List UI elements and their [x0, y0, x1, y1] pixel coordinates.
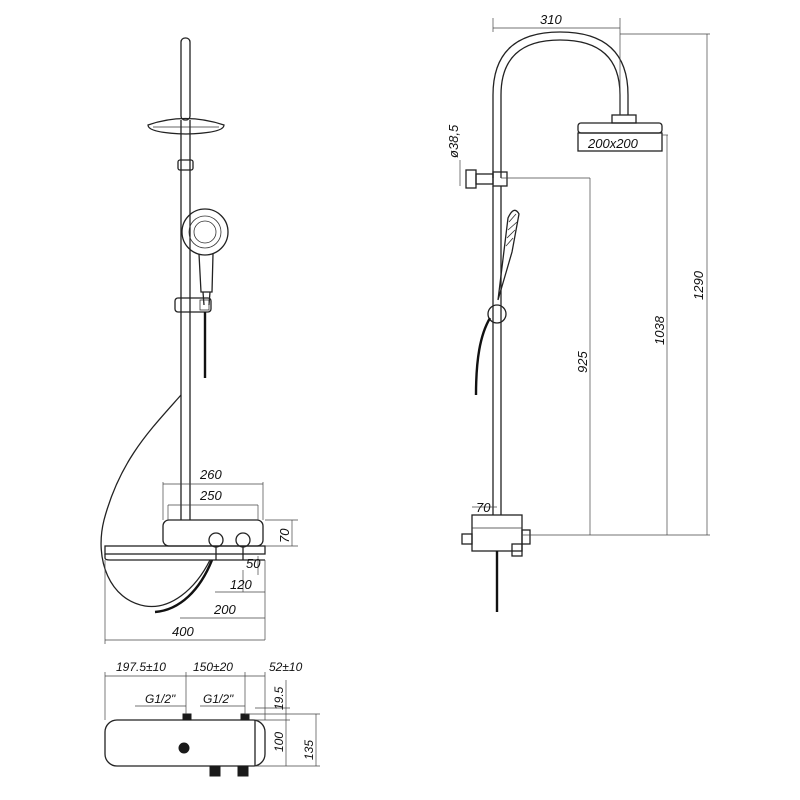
dim-250: 250	[199, 488, 222, 503]
dim-197-5: 197.5±10	[116, 660, 166, 674]
hand-shower-side	[497, 209, 520, 301]
dim-135: 135	[302, 740, 316, 760]
thermostat-body	[104, 519, 266, 561]
dim-310: 310	[540, 12, 562, 27]
dim-150: 150±20	[193, 660, 233, 674]
dim-19-5: 19.5	[272, 686, 286, 710]
hose-loop	[100, 394, 211, 608]
wall-bracket	[465, 169, 508, 189]
rain-head-side	[577, 114, 663, 152]
g-thread-right: G1/2"	[203, 692, 234, 706]
top-body	[104, 713, 266, 777]
hose-end	[154, 559, 214, 614]
dim-50: 50	[246, 556, 261, 571]
hand-shower	[181, 208, 229, 306]
slider-knob	[487, 304, 507, 324]
top-view: 197.5±10 150±20 52±10 G1/2" G1/2" 19.5 1…	[104, 660, 320, 777]
top-arm	[180, 37, 191, 121]
dim-70-side: 70	[476, 500, 491, 515]
dim-200: 200	[213, 602, 236, 617]
side-dimensions	[459, 18, 710, 536]
mixer-side	[461, 514, 531, 557]
riser-connector	[177, 159, 194, 171]
slider-holder	[174, 297, 212, 313]
front-dimensions	[104, 482, 298, 644]
dim-260: 260	[199, 467, 222, 482]
side-view: 310 200x200 ø38,5 1290 1038 925 70	[446, 12, 710, 612]
arch-inner	[500, 39, 621, 178]
dim-52: 52±10	[269, 660, 303, 674]
rain-shower-head	[147, 117, 225, 135]
dim-1038: 1038	[652, 315, 667, 345]
top-dimensions	[104, 672, 320, 767]
dim-100: 100	[272, 732, 286, 752]
dim-200x200: 200x200	[587, 136, 639, 151]
front-view: 260 250 70 50 120 200 400	[100, 37, 298, 644]
dim-diameter: ø38,5	[446, 124, 461, 158]
g-thread-left: G1/2"	[145, 692, 176, 706]
dim-1290: 1290	[691, 270, 706, 300]
dim-120: 120	[230, 577, 252, 592]
riser-pipe	[180, 120, 191, 520]
hose-side	[474, 317, 492, 396]
dim-400: 400	[172, 624, 194, 639]
indicator-dot	[178, 742, 190, 754]
dim-70: 70	[277, 528, 292, 543]
dim-925: 925	[575, 351, 590, 373]
arch-outer	[492, 31, 629, 178]
